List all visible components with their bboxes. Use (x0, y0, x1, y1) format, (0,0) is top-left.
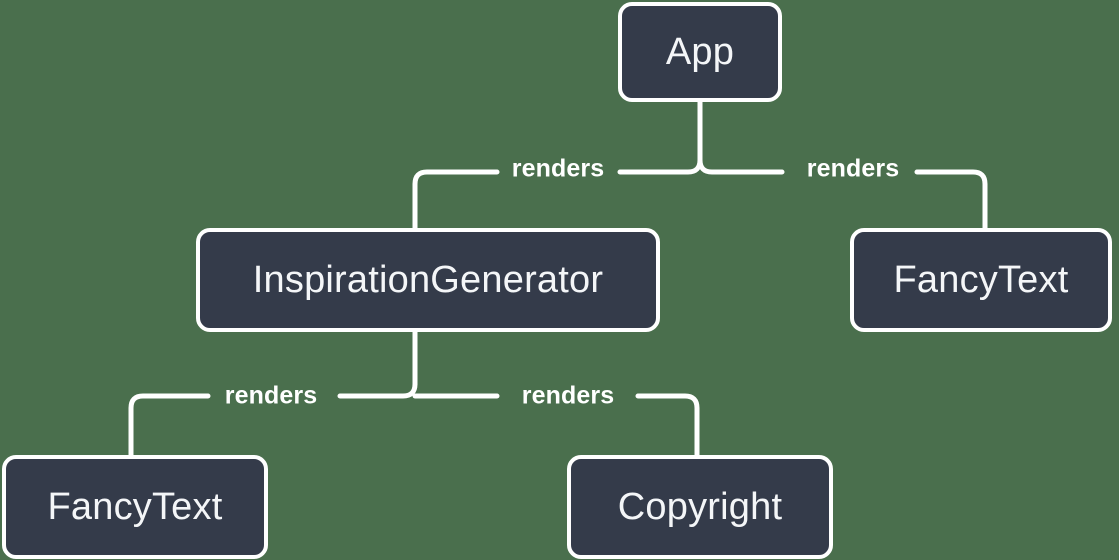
edge-label-app-to-fancy-text-right: renders (806, 154, 900, 183)
node-app-label: App (665, 30, 735, 73)
edge-app-to-fancy-right (914, 169, 988, 231)
node-fancy-text-right[interactable]: FancyText (850, 228, 1112, 332)
edge-insp-to-copyright (635, 393, 700, 458)
edge-label-inspiration-generator-to-fancy-text-left: renders (224, 381, 318, 410)
edge-insp-to-fancy-left (128, 393, 211, 458)
node-copyright[interactable]: Copyright (567, 455, 833, 559)
node-inspiration-generator[interactable]: InspirationGenerator (196, 228, 660, 332)
edge-label-app-to-inspiration-generator: renders (511, 154, 605, 183)
edge-insp-junction-left (337, 381, 418, 399)
node-inspiration-generator-label: InspirationGenerator (252, 258, 604, 301)
node-fancy-text-right-label: FancyText (893, 258, 1069, 301)
node-fancy-text-left[interactable]: FancyText (2, 455, 268, 559)
edge-label-inspiration-generator-to-copyright: renders (521, 381, 615, 410)
node-fancy-text-left-label: FancyText (47, 485, 223, 528)
node-app[interactable]: App (618, 2, 782, 102)
node-copyright-label: Copyright (617, 485, 783, 528)
edge-app-to-insp (412, 169, 500, 231)
edge-app-junction-left (617, 157, 703, 175)
edge-app-junction-right (697, 157, 785, 175)
